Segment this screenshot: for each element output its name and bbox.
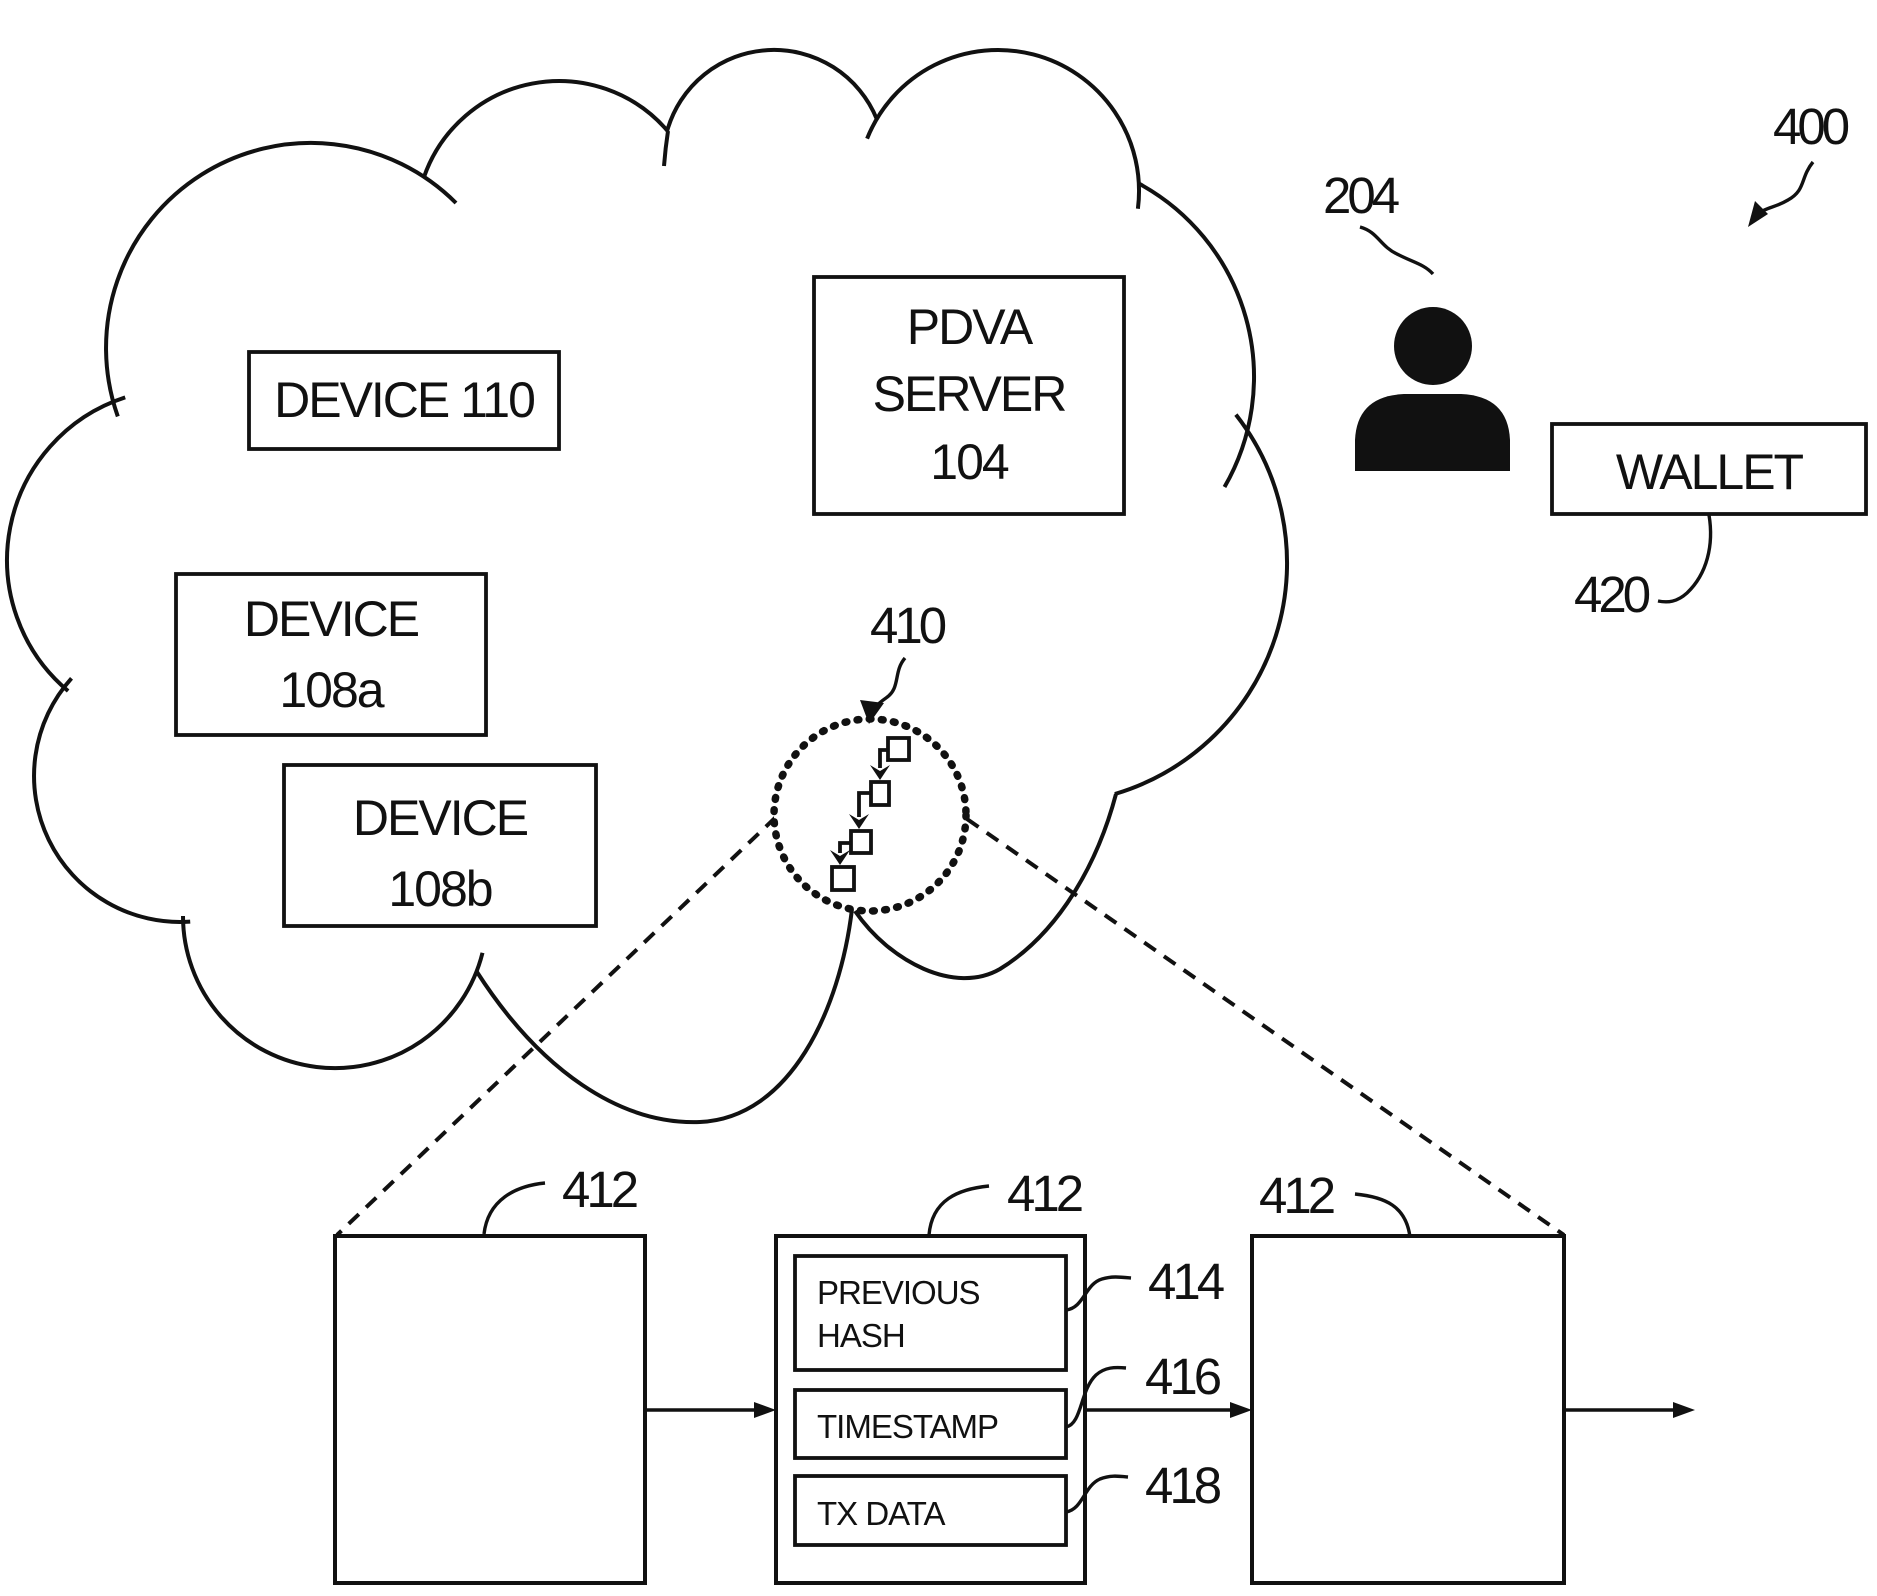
svg-text:TIMESTAMP: TIMESTAMP [817,1408,998,1445]
svg-text:108a: 108a [279,662,384,718]
svg-text:DEVICE 110: DEVICE 110 [274,372,534,428]
svg-text:PDVA: PDVA [907,299,1034,355]
svg-text:420: 420 [1574,566,1650,623]
svg-text:PREVIOUS: PREVIOUS [817,1274,980,1311]
svg-text:412: 412 [1007,1165,1082,1222]
svg-text:SERVER: SERVER [873,366,1066,422]
svg-text:WALLET: WALLET [1616,444,1804,500]
svg-text:HASH: HASH [817,1317,905,1354]
svg-text:DEVICE: DEVICE [353,790,528,846]
svg-text:204: 204 [1323,167,1399,224]
svg-text:TX DATA: TX DATA [817,1495,945,1532]
svg-text:418: 418 [1145,1457,1221,1514]
svg-text:410: 410 [870,597,946,654]
svg-text:412: 412 [1259,1167,1334,1224]
svg-text:DEVICE: DEVICE [244,591,419,647]
svg-text:416: 416 [1145,1348,1221,1405]
svg-text:104: 104 [930,434,1009,490]
svg-text:412: 412 [562,1161,637,1218]
svg-text:108b: 108b [388,861,491,917]
svg-text:414: 414 [1148,1253,1224,1310]
svg-text:400: 400 [1773,98,1849,155]
